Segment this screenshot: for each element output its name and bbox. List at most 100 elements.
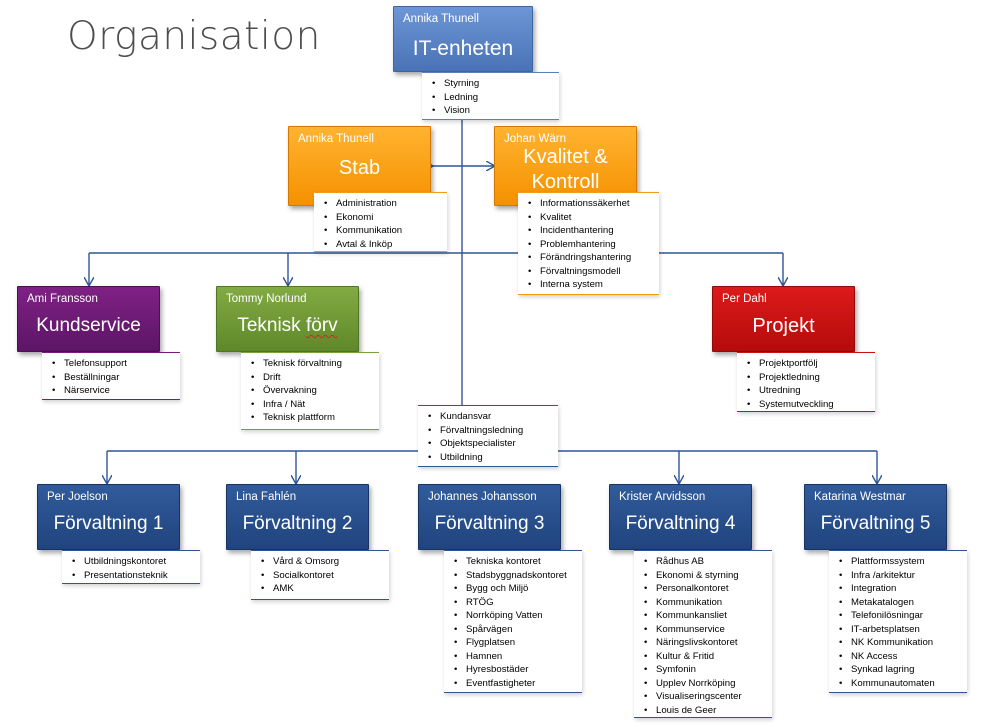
list-item: Hamnen — [454, 650, 576, 664]
list-item: Tekniska kontoret — [454, 555, 576, 569]
tasks-projekt: Projektportfölj Projektledning Utredning… — [737, 352, 875, 412]
unit-name: Stab — [338, 157, 381, 179]
tasks-forvaltning-1: Utbildningskontoret Presentationsteknik — [62, 550, 200, 584]
list-item: Utbildning — [428, 451, 552, 465]
list-item: Förvaltningsledning — [428, 424, 552, 438]
unit-name: Förvaltning 4 — [625, 513, 736, 534]
list-item: Kultur & Fritid — [644, 650, 766, 664]
list-item: Kvalitet — [528, 211, 653, 225]
tasks-stab: Administration Ekonomi Kommunikation Avt… — [314, 192, 447, 252]
unit-name: Förvaltning 3 — [434, 513, 545, 534]
unit-forvaltning-3: Johannes Johansson Förvaltning 3 — [418, 484, 561, 550]
list-item: Utbildningskontoret — [72, 555, 194, 569]
list-item: Teknisk förvaltning — [251, 357, 373, 371]
list-item: Teknisk plattform — [251, 411, 373, 425]
list-item: NK Kommunikation — [839, 636, 961, 650]
list-item: Spårvägen — [454, 623, 576, 637]
list-item: Infra /arkitektur — [839, 569, 961, 583]
list-item: RTÖG — [454, 596, 576, 610]
list-item: Bygg och Miljö — [454, 582, 576, 596]
list-item: Incidenthantering — [528, 224, 653, 238]
list-item: Norrköping Vatten — [454, 609, 576, 623]
list-item: Kommunservice — [644, 623, 766, 637]
list-item: Flygplatsen — [454, 636, 576, 650]
list-item: Stadsbyggnadskontoret — [454, 569, 576, 583]
unit-it-enheten: Annika Thunell IT-enheten — [393, 6, 533, 72]
unit-manager: Lina Fahlén — [236, 491, 297, 503]
list-item: Plattformssystem — [839, 555, 961, 569]
tasks-forvaltning-2: Vård & Omsorg Socialkontoret AMK — [251, 550, 389, 600]
unit-name: IT-enheten — [412, 37, 514, 60]
list-item: Rådhus AB — [644, 555, 766, 569]
tasks-kundservice: Telefonsupport Beställningar Närservice — [42, 352, 180, 400]
list-item: Visualiseringscenter — [644, 690, 766, 704]
unit-manager: Per Dahl — [722, 293, 767, 305]
unit-name: Förvaltning 1 — [53, 513, 164, 534]
unit-name: Kundservice — [36, 315, 141, 336]
list-item: Vård & Omsorg — [261, 555, 383, 569]
list-item: Förändringshantering — [528, 251, 653, 265]
list-item: Synkad lagring — [839, 663, 961, 677]
list-item: Upplev Norrköping — [644, 677, 766, 691]
list-item: Hyresbostäder — [454, 663, 576, 677]
unit-forvaltning-1: Per Joelson Förvaltning 1 — [37, 484, 180, 550]
list-item: Systemutveckling — [747, 398, 869, 412]
list-item: Projektportfölj — [747, 357, 869, 371]
tasks-forvaltning-4: Rådhus AB Ekonomi & styrning Personalkon… — [634, 550, 772, 718]
unit-manager: Katarina Westmar — [814, 491, 906, 503]
list-item: Ledning — [432, 91, 553, 105]
unit-manager: Tommy Norlund — [226, 293, 307, 305]
unit-name: Projekt — [752, 315, 815, 337]
list-item: NK Access — [839, 650, 961, 664]
list-item: Administration — [324, 197, 441, 211]
list-item: Projektledning — [747, 371, 869, 385]
tasks-forvaltning-shared: Kundansvar Förvaltningsledning Objektspe… — [418, 405, 558, 467]
list-item: Socialkontoret — [261, 569, 383, 583]
list-item: AMK — [261, 582, 383, 596]
unit-projekt: Per Dahl Projekt — [712, 286, 855, 352]
unit-name-squiggle: förv — [305, 315, 338, 336]
unit-forvaltning-4: Krister Arvidsson Förvaltning 4 — [609, 484, 752, 550]
unit-forvaltning-2: Lina Fahlén Förvaltning 2 — [226, 484, 369, 550]
list-item: Drift — [251, 371, 373, 385]
unit-manager: Johan Wärn — [504, 133, 567, 145]
page-title: Organisation — [67, 14, 321, 59]
list-item: Ekonomi — [324, 211, 441, 225]
list-item: Integration — [839, 582, 961, 596]
list-item: Telefonilösningar — [839, 609, 961, 623]
tasks-forvaltning-3: Tekniska kontoret Stadsbyggnadskontoret … — [444, 550, 582, 693]
list-item: Problemhantering — [528, 238, 653, 252]
unit-manager: Annika Thunell — [403, 13, 479, 25]
unit-kundservice: Ami Fransson Kundservice — [17, 286, 160, 352]
unit-name: Förvaltning 5 — [820, 513, 931, 534]
list-item: Personalkontoret — [644, 582, 766, 596]
list-item: Utredning — [747, 384, 869, 398]
list-item: Förvaltningsmodell — [528, 265, 653, 279]
unit-name-line1: Kvalitet & — [523, 146, 608, 168]
unit-manager: Annika Thunell — [298, 133, 374, 145]
list-item: Beställningar — [52, 371, 174, 385]
unit-forvaltning-5: Katarina Westmar Förvaltning 5 — [804, 484, 947, 550]
unit-manager: Per Joelson — [47, 491, 108, 503]
list-item: Presentationsteknik — [72, 569, 194, 583]
unit-name: Förvaltning 2 — [242, 513, 353, 534]
list-item: Styrning — [432, 77, 553, 91]
list-item: Kommunkansliet — [644, 609, 766, 623]
list-item: Louis de Geer — [644, 704, 766, 718]
unit-manager: Johannes Johansson — [428, 491, 537, 503]
unit-manager: Krister Arvidsson — [619, 491, 706, 503]
tasks-forvaltning-5: Plattformssystem Infra /arkitektur Integ… — [829, 550, 967, 693]
tasks-kvalitet-kontroll: Informationssäkerhet Kvalitet Incidentha… — [518, 192, 659, 295]
list-item: Avtal & Inköp — [324, 238, 441, 252]
tasks-it-enheten: Styrning Ledning Vision — [422, 72, 559, 120]
unit-name-main: Teknisk — [237, 315, 306, 336]
unit-name-line2: Kontroll — [531, 171, 600, 193]
list-item: Kommunikation — [644, 596, 766, 610]
unit-teknisk-forv: Tommy Norlund Teknisk förv — [216, 286, 359, 352]
list-item: Metakatalogen — [839, 596, 961, 610]
unit-name: Teknisk förv — [217, 315, 358, 337]
list-item: Infra / Nät — [251, 398, 373, 412]
tasks-teknisk-forv: Teknisk förvaltning Drift Övervakning In… — [241, 352, 379, 430]
list-item: Näringslivskontoret — [644, 636, 766, 650]
